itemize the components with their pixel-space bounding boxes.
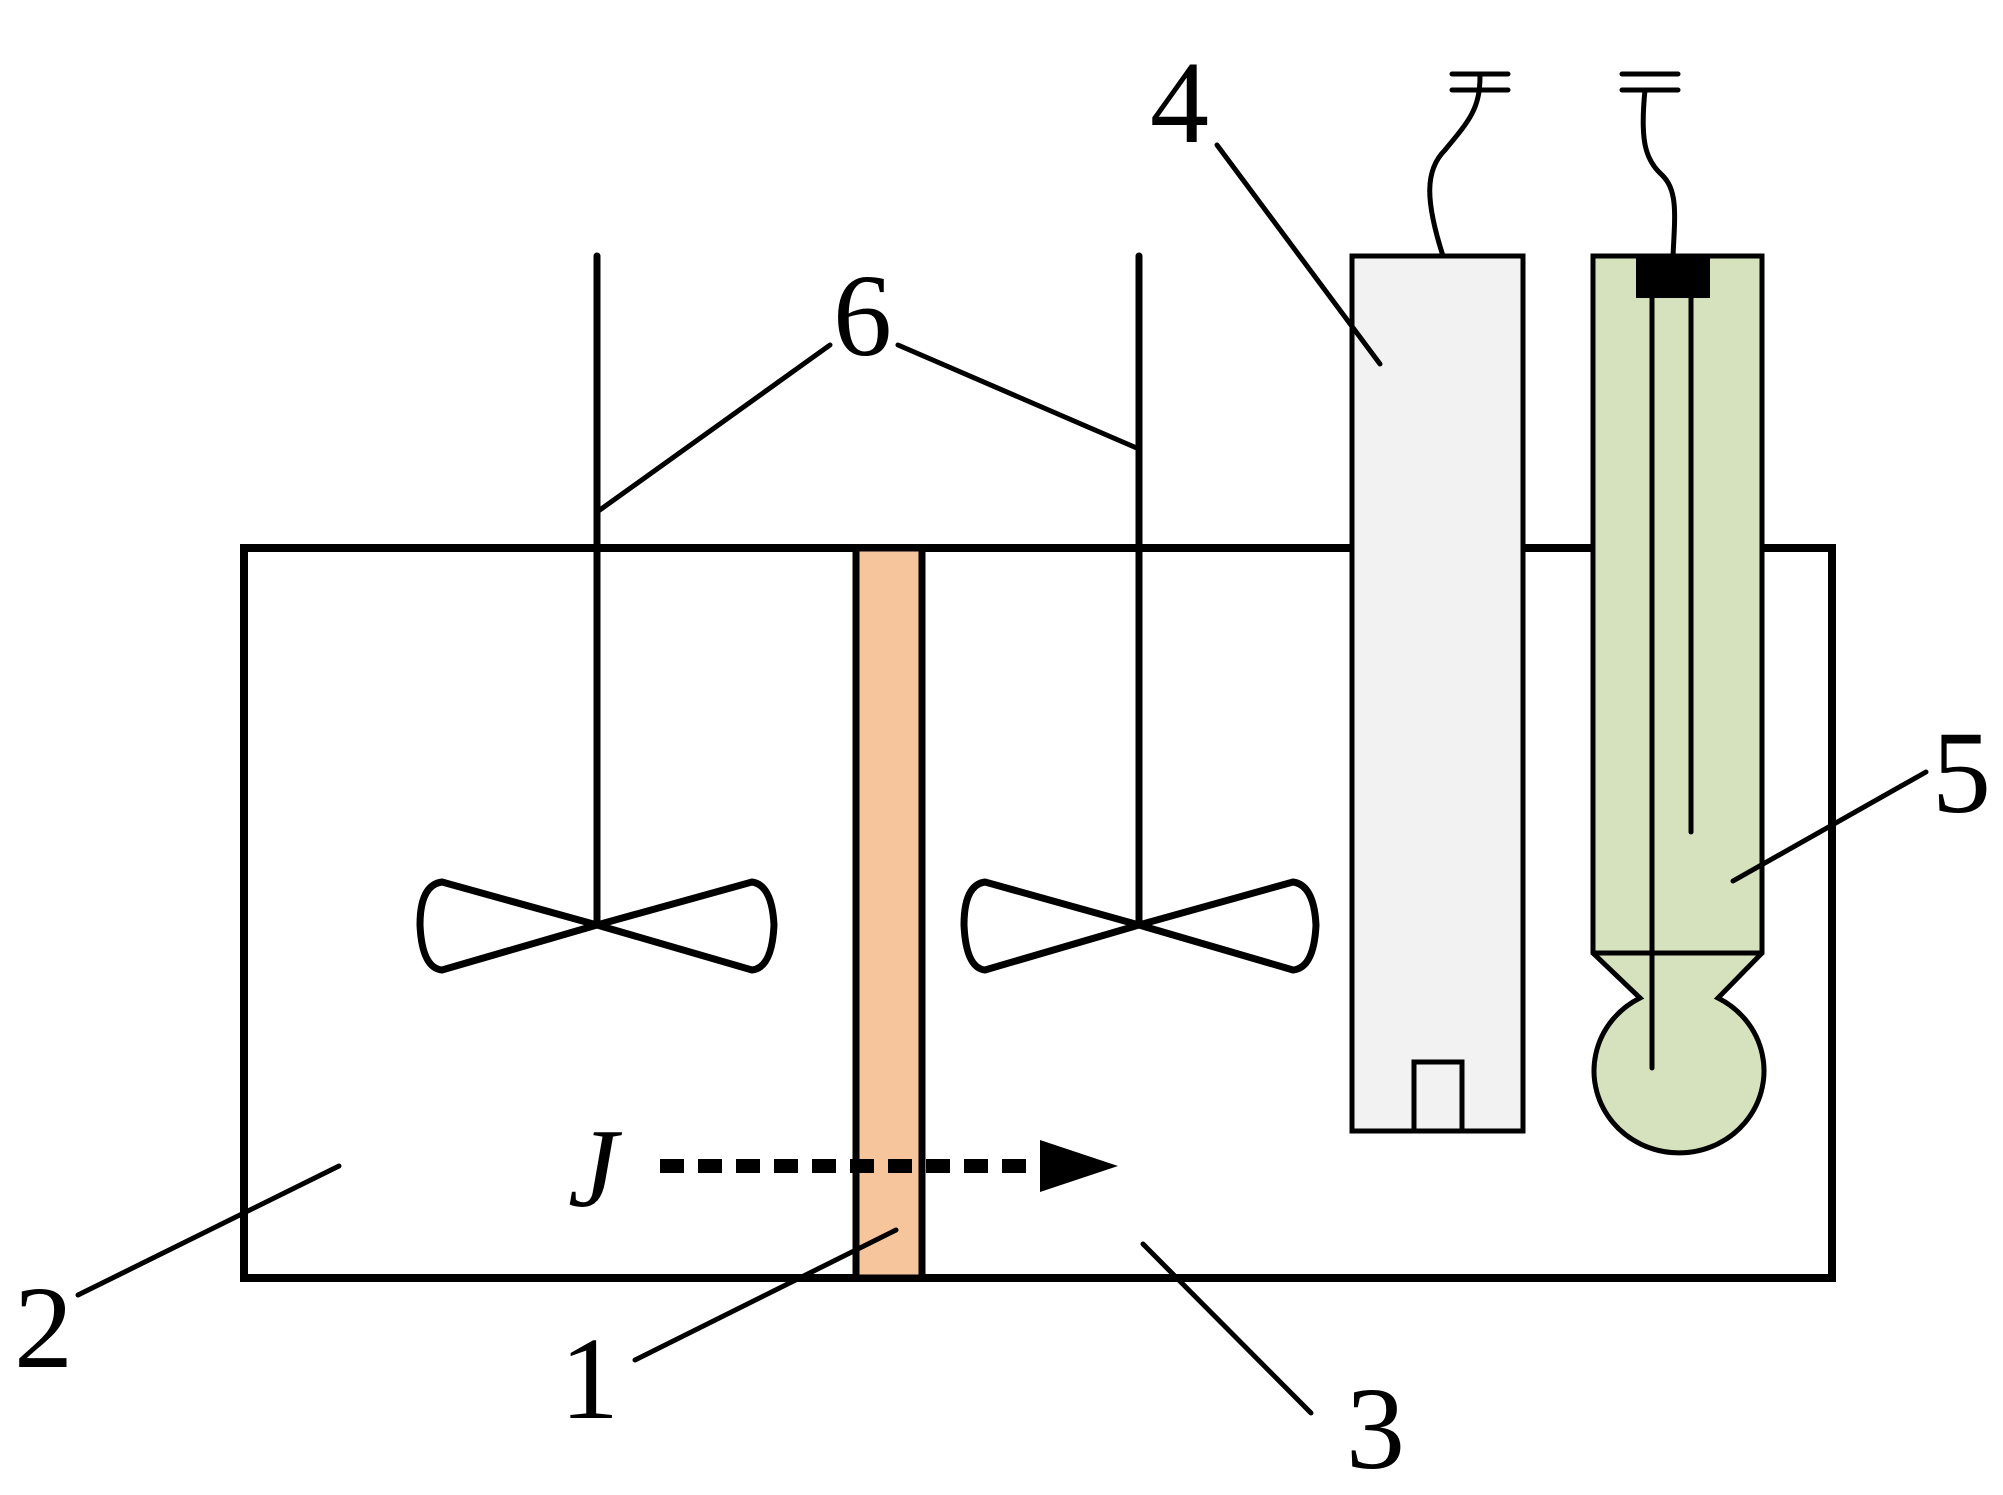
leader-line-6-left (594, 342, 833, 515)
tank-outline (240, 544, 1836, 1282)
leader-line-6-right (895, 342, 1142, 452)
right-stirrer (960, 252, 1320, 974)
ph-electrode-cap (1636, 256, 1710, 298)
label-right-compartment: 3 (1346, 1363, 1405, 1494)
ph-electrode-cable (1640, 87, 1678, 259)
label-left-compartment: 2 (14, 1262, 73, 1393)
stirrer-blade-left (960, 878, 1143, 974)
conductivity-probe (1349, 71, 1526, 1134)
conductivity-probe-cable (1427, 73, 1483, 259)
ph-electrode-body (1590, 253, 1767, 1156)
conductivity-probe-body (1349, 253, 1526, 1134)
label-ph-electrode: 5 (1932, 707, 1991, 838)
stirrer-blade-right-upper (593, 878, 778, 974)
leader-line-4 (1214, 142, 1383, 367)
leader-line-1 (632, 1227, 899, 1363)
ground-icon (1619, 71, 1681, 93)
label-conductivity-probe: 4 (1150, 37, 1209, 168)
label-membrane: 1 (560, 1313, 619, 1444)
arrowhead-icon (1040, 1140, 1118, 1192)
conductivity-probe-window (1411, 1059, 1465, 1134)
membrane (852, 544, 926, 1282)
stirrer-blade-left-upper (416, 878, 601, 974)
ground-icon (1449, 71, 1511, 93)
leader-line-2 (75, 1163, 342, 1298)
ph-electrode (1590, 71, 1767, 1156)
leader-line-3 (1140, 1241, 1314, 1416)
flux-arrow: J (568, 1107, 1118, 1231)
stirrer-blade-right (1135, 878, 1320, 974)
flux-label: J (568, 1107, 623, 1231)
leader-line-5 (1730, 769, 1929, 884)
label-stirrers: 6 (833, 250, 892, 381)
left-stirrer (416, 252, 778, 974)
